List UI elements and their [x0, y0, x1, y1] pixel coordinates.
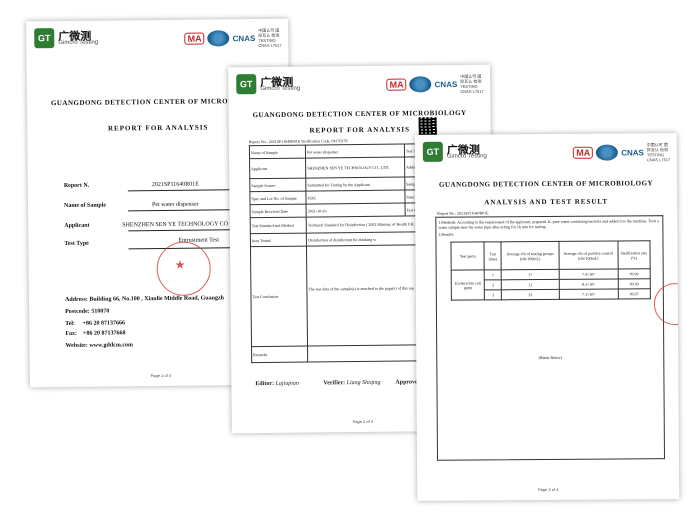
logo-en-name: Gimcro Testing — [446, 153, 487, 160]
cell: 8.3×10⁵ — [558, 279, 618, 290]
logo-en-name: Gimcro Testing — [260, 85, 301, 93]
cell: 2 — [484, 279, 502, 290]
cell: 2021-10-19 — [306, 203, 406, 218]
field-value-report-no: 2021SP11640R01E — [151, 181, 199, 189]
field-label-test-type: Test Type — [64, 240, 89, 247]
results-box: 1.Methods: According to the requirement … — [435, 215, 665, 461]
verifier-label: Verifier: — [323, 380, 346, 387]
website-value: www.gddcm.com — [89, 342, 134, 349]
page-footer: Page 3 of 4 — [537, 486, 559, 493]
field-label-applicant: Applicant — [64, 222, 90, 229]
cell: Spec and Lot No. of Sample — [249, 191, 307, 205]
cell: 7.1×10⁵ — [558, 289, 618, 300]
cell: Sample Source — [249, 178, 307, 192]
field-value-sample: Pet water dispenser — [151, 201, 199, 209]
cell: 99.99 — [617, 268, 651, 280]
cell: 3 — [484, 289, 502, 300]
fax-label: Fax: — [65, 330, 78, 337]
cell: Test Conclusion — [250, 246, 308, 347]
cma-logo: MA — [386, 78, 407, 91]
gimcro-logo: GT 广微测 Gimcro Testing — [34, 28, 98, 49]
website-label: Website: — [65, 342, 88, 349]
blank-below-note: (Blank Below) — [538, 354, 563, 361]
logo-mark: GT — [34, 28, 55, 49]
cma-logo: MA — [184, 32, 205, 45]
methods-text: 1.Methods: According to the requirement … — [438, 218, 660, 230]
header-cell: Average cfu of positive control (cfu/100… — [558, 241, 618, 270]
cnas-logo: CNAS — [621, 147, 644, 157]
cnas-text: 中国认可 国际互认 检测 TESTING CNAS L7517 — [646, 142, 671, 163]
accreditation-logos: MA CNAS 中国认可 国际互认 检测 TESTING CNAS L7517 — [184, 27, 283, 49]
cell: P202 — [306, 190, 405, 205]
logo-en-name: Gimcro Testing — [58, 39, 99, 47]
cell: 99.97 — [617, 288, 651, 300]
ilac-mra-logo — [207, 30, 230, 47]
accreditation-logos: MA CNAS 中国认可 国际互认 检测 TESTING CNAS L7517 — [386, 73, 485, 95]
field-label-report-no: Report N. — [63, 182, 90, 189]
cell: 11 — [501, 279, 559, 290]
cell: Remarks — [251, 346, 308, 363]
tel-label: Tel: — [65, 320, 76, 327]
cell: Submitted for Testing by the Applicant — [305, 177, 405, 192]
cma-logo: MA — [573, 146, 594, 159]
cell: Test Standard and Method — [250, 217, 307, 234]
qr-code — [418, 117, 437, 136]
report-number-line: Report No.: 2021SP11640R01E Verification… — [248, 138, 348, 145]
tel-value: +86 20 87137666 — [82, 320, 125, 327]
gimcro-logo: GT 广微测 Gimcro Testing — [236, 74, 300, 95]
cnas-text: 中国认可 国际互认 检测 TESTING CNAS L7517 — [460, 73, 484, 94]
verifier-signature: Liang Shiqing — [346, 379, 381, 387]
cell: Name of Sample — [249, 145, 306, 159]
header-cell: Sterilization rate (%) — [617, 240, 651, 270]
page-header: GT 广微测 Gimcro Testing MA CNAS 中国认可 国际互认 … — [34, 26, 282, 53]
results-table: Test germ Test times Average cfu of test… — [450, 240, 651, 301]
header-cell: Average cfu of testing groups (cfu/100mL… — [501, 241, 559, 270]
cell: SHENZHEN SEN YE TECHNOLOGY CO., LTD. — [305, 157, 405, 179]
report-number-line: Report No.: 2021SP11640R01E — [437, 210, 489, 216]
field-value-applicant: SHENZHEN SEN YE TECHNOLOGY CO — [122, 221, 229, 229]
conclusion-text: The test data of the sample(s) is attach… — [308, 284, 414, 292]
editor-label: Editor: — [255, 380, 275, 388]
center-name: GUANGDONG DETECTION CENTER OF MICROBIOLO… — [439, 179, 654, 189]
address-label: Address: — [64, 296, 88, 303]
postcode-value: 510070 — [91, 308, 110, 315]
seal-star-icon: ★ — [174, 257, 186, 272]
cell: 7.9×10⁵ — [558, 269, 618, 280]
center-name: GUANGDONG DETECTION CENTER OF MICROBIOLO… — [252, 108, 467, 120]
accreditation-logos: MA CNAS 中国认可 国际互认 检测 TESTING CNAS L7517 — [573, 142, 671, 163]
ilac-mra-logo — [596, 144, 619, 161]
cell: Sample Received Date — [250, 204, 307, 218]
header-cell: Test times — [484, 241, 502, 270]
germ-cell: Escherichia coli 8099 — [451, 269, 485, 301]
cell: 33 — [501, 289, 559, 300]
header-cell: Test germ — [450, 241, 485, 271]
report-page-3: GT 广微测 Gimcro Testing MA CNAS 中国认可 国际互认 … — [414, 133, 680, 501]
cell: Item Tested — [250, 233, 307, 247]
cell: 99.99 — [617, 278, 651, 290]
logo-mark: GT — [422, 141, 443, 162]
editor-signature: Lajiupian — [275, 380, 299, 387]
cell: Applicant — [249, 158, 306, 179]
cnas-logo: CNAS — [434, 79, 458, 89]
postcode-label: Postcode: — [65, 308, 90, 315]
cnas-text: 中国认可 国际互认 检测 TESTING CNAS L7517 — [258, 27, 282, 48]
page-header: GT 广微测 Gimcro Testing MA CNAS 中国认可 国际互认 … — [422, 140, 671, 166]
cell: 1 — [484, 269, 502, 280]
address-value: Building 66, No.100 , Xianlie Middle Roa… — [89, 295, 224, 303]
logo-mark: GT — [236, 74, 257, 95]
result-title: ANALYSIS AND TEST RESULT — [484, 197, 609, 207]
results-label: 2.Results: — [438, 231, 455, 237]
page-header: GT 广微测 Gimcro Testing MA CNAS 中国认可 国际互认 … — [236, 72, 484, 99]
cell: 17 — [501, 269, 559, 280]
cell: Pet water dispenser — [305, 144, 405, 159]
fax-value: +86 20 87137668 — [83, 330, 126, 337]
gimcro-logo: GT 广微测 Gimcro Testing — [422, 141, 487, 162]
ilac-mra-logo — [409, 76, 432, 93]
cnas-logo: CNAS — [232, 33, 256, 43]
field-label-sample: Name of Sample — [63, 202, 107, 209]
